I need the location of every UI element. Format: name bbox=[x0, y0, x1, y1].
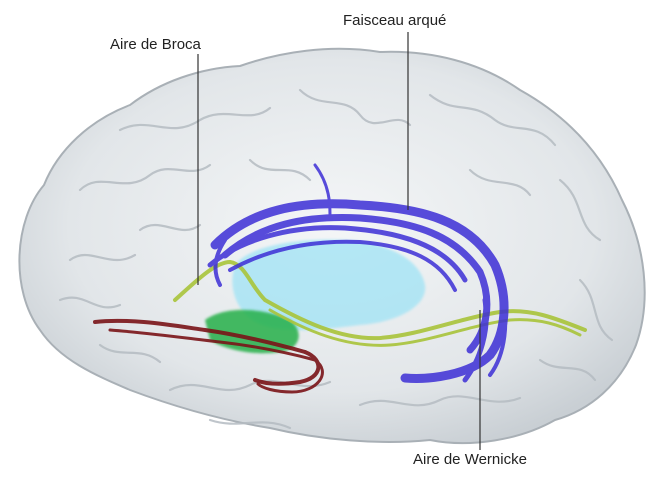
arcuate-fasciculus-label: Faisceau arqué bbox=[343, 12, 446, 29]
wernicke-area-label: Aire de Wernicke bbox=[413, 451, 527, 468]
broca-area-label: Aire de Broca bbox=[110, 36, 201, 53]
